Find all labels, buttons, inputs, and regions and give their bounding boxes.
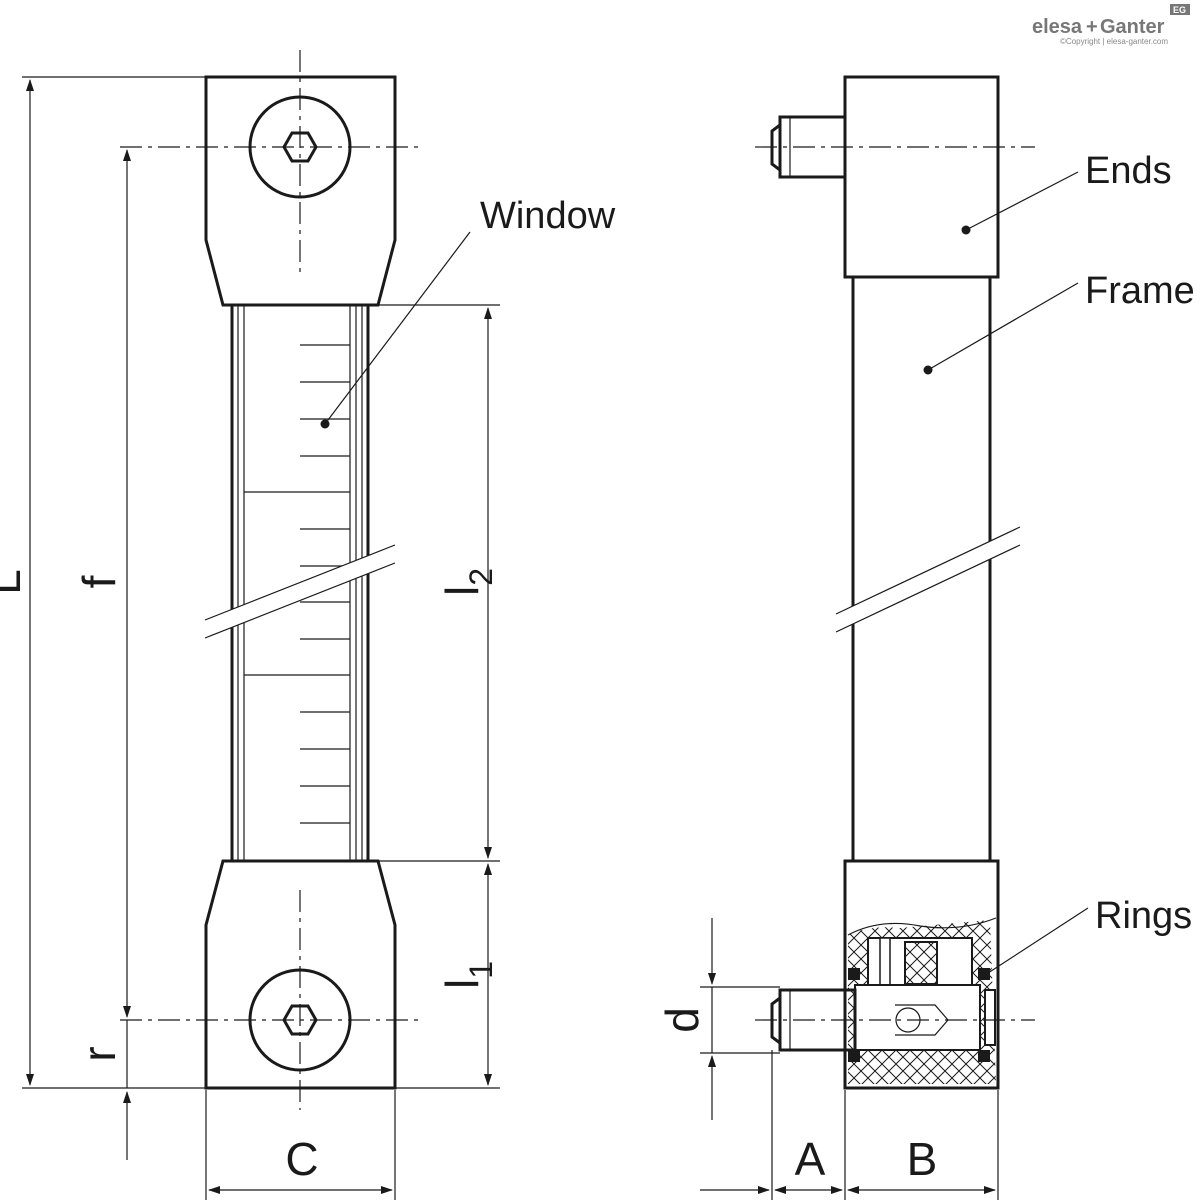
dimension-r-label: r <box>73 1046 125 1061</box>
label-ends: Ends <box>1085 150 1172 192</box>
scale-ticks <box>244 344 350 824</box>
svg-text:l2: l2 <box>436 568 499 596</box>
side-bottom-end <box>843 859 1000 1090</box>
ring-icon <box>848 968 860 980</box>
front-extension-lines <box>22 76 500 1200</box>
label-window: Window <box>480 195 616 237</box>
side-extension-lines <box>700 986 999 1200</box>
brand-badge: EG <box>1173 5 1186 15</box>
brand-name-part1: elesa <box>1032 16 1083 38</box>
dimension-l2-main: l <box>436 586 488 596</box>
ring-icon <box>978 1050 990 1062</box>
callout-rings: Rings <box>984 895 1192 976</box>
dimension-B-label: B <box>907 1133 938 1185</box>
callout-window: Window <box>320 195 616 429</box>
label-frame: Frame <box>1085 270 1195 312</box>
dimension-A: A <box>700 1133 843 1194</box>
callout-ends: Ends <box>961 150 1172 235</box>
brand-copyright: ©Copyright | elesa-ganter.com <box>1060 37 1168 46</box>
dimension-B: B <box>847 1133 996 1194</box>
brand-badge-bg <box>1170 4 1190 15</box>
callout-frame: Frame <box>923 270 1195 375</box>
dimension-l2: l2 <box>436 307 499 859</box>
dimension-d: d <box>656 918 716 1120</box>
dimension-C: C <box>208 1133 393 1194</box>
label-rings: Rings <box>1095 895 1192 937</box>
dimension-l1-sub: 1 <box>463 961 499 979</box>
dimension-A-label: A <box>795 1133 826 1185</box>
dimension-d-label: d <box>656 1007 708 1033</box>
side-view <box>755 75 1035 1090</box>
dimension-L: L <box>0 79 34 1086</box>
dimension-l1-main: l <box>436 979 488 989</box>
brand-plus: + <box>1086 16 1098 38</box>
ring-icon <box>848 1050 860 1062</box>
ring-icon <box>978 968 990 980</box>
dimension-l1: l1 <box>436 863 499 1086</box>
dimension-r: r <box>73 1020 131 1160</box>
side-break <box>835 526 1021 633</box>
dimension-L-label: L <box>0 569 30 595</box>
svg-text:l1: l1 <box>436 961 499 989</box>
brand-name-part2: Ganter <box>1100 16 1165 38</box>
dimension-f: f <box>73 149 131 1018</box>
dimension-C-label: C <box>285 1133 318 1185</box>
side-bottom-stud <box>778 988 857 1052</box>
dimension-f-label: f <box>73 575 125 588</box>
side-top-end <box>843 75 1000 279</box>
dimension-l2-sub: 2 <box>463 568 499 586</box>
brand-logo: elesa + Ganter EG ©Copyright | elesa-gan… <box>1032 4 1190 46</box>
front-break <box>204 544 396 639</box>
front-view <box>120 50 420 1110</box>
